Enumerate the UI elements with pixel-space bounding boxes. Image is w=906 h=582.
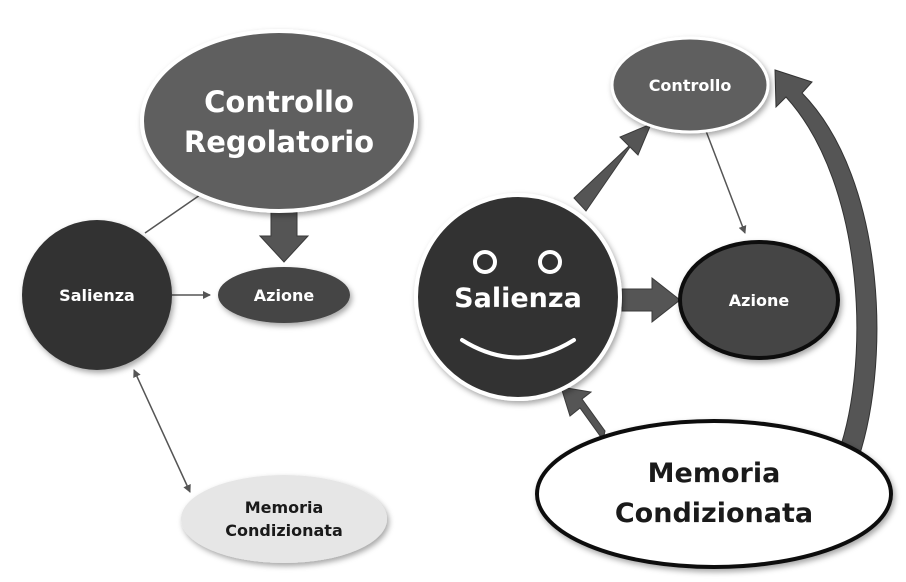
node-controllo-regolatorio: Controllo Regolatorio [140,29,418,213]
node-controllo-right: Controllo [610,36,770,134]
block-arrow-salienza-controllo [573,123,652,212]
salienza-right-label: Salienza [454,283,582,314]
block-arrow-memoria-salienza [560,386,606,442]
node-azione-left: Azione [218,267,350,323]
node-memoria-left: Memoria Condizionata [181,475,387,563]
node-azione-right: Azione [678,240,840,360]
controllo-right-label: Controllo [649,76,732,95]
salienza-left-label: Salienza [59,286,135,305]
memoria-right-line1: Memoria [648,458,781,489]
azione-left-label: Azione [254,286,315,305]
memoria-left-line2: Condizionata [225,521,342,540]
azione-right-label: Azione [729,291,790,310]
block-arrow-controllo-azione [258,211,310,263]
link-salienza-controllo [144,194,201,234]
node-salienza-left: Salienza [22,220,172,370]
curved-arrow-memoria-controllo [774,69,878,469]
node-salienza-right: Salienza [414,193,622,401]
memoria-left-line1: Memoria [245,498,324,517]
arrow-salienza-memoria-bidirectional [133,369,191,493]
controllo-regolatorio-line2: Regolatorio [184,125,374,159]
right-diagram: Controllo Salienza Azione Memoria Condiz… [414,36,893,569]
memoria-right-line2: Condizionata [615,498,813,529]
arrow-controllo-azione [705,130,747,234]
left-diagram: Controllo Regolatorio Salienza Azione Me… [22,29,418,563]
smiley-left-eye-icon [473,250,497,274]
block-arrow-salienza-azione [621,276,681,324]
node-memoria-right: Memoria Condizionata [535,419,893,569]
smiley-mouth-icon [460,338,576,360]
smiley-right-eye-icon [538,250,562,274]
controllo-regolatorio-line1: Controllo [204,85,354,119]
